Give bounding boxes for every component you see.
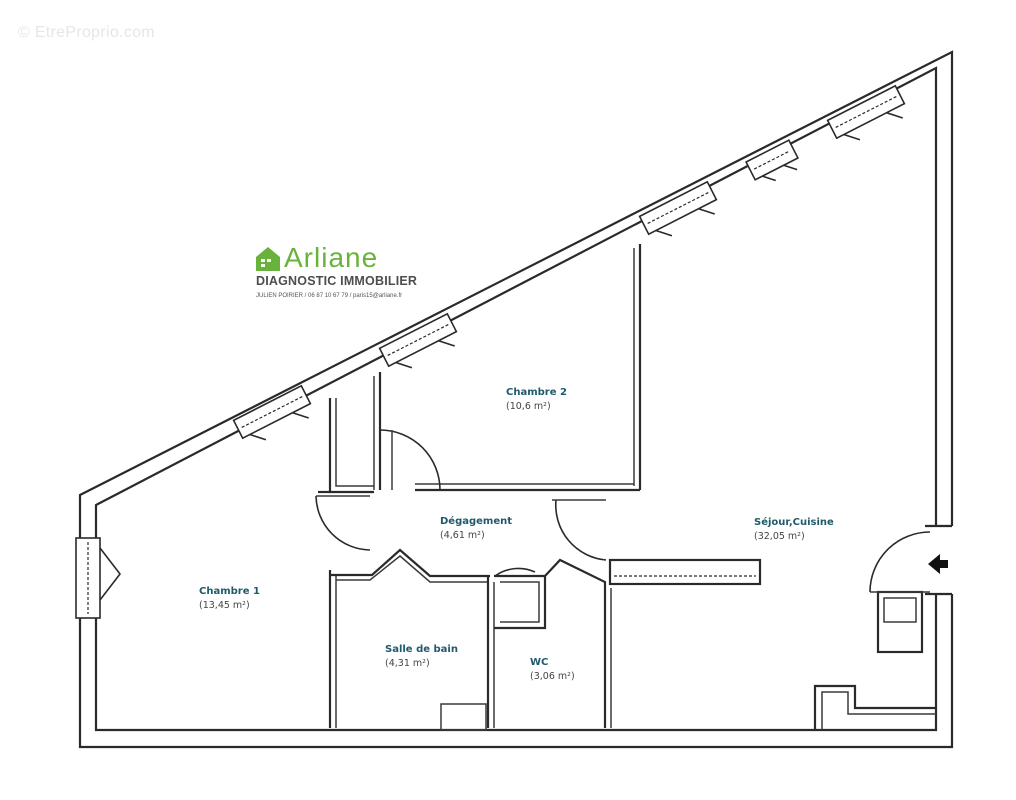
- door-chambre1: [315, 495, 371, 551]
- room-area-degagement: (4,61 m²): [440, 530, 485, 541]
- room-name-chambre1: Chambre 1: [199, 586, 260, 597]
- room-area-salle-de-bain: (4,31 m²): [385, 658, 430, 669]
- door-entrance: [869, 531, 931, 593]
- arrow-left-icon: [928, 554, 948, 574]
- logo-subtitle: DIAGNOSTIC IMMOBILIER: [256, 274, 418, 288]
- door-chambre2: [379, 429, 441, 491]
- door-sejour: [554, 499, 607, 561]
- room-area-chambre1: (13,45 m²): [199, 600, 250, 611]
- window: [638, 180, 718, 237]
- window: [232, 384, 312, 441]
- room-name-salle-de-bain: Salle de bain: [385, 644, 458, 655]
- room-name-sejour: Séjour,Cuisine: [754, 516, 834, 528]
- room-area-chambre2: (10,6 m²): [506, 401, 551, 412]
- window: [378, 312, 458, 369]
- house-icon: [256, 247, 280, 271]
- room-name-degagement: Dégagement: [440, 515, 512, 527]
- logo-contact: JULIEN POIRIER / 06 87 10 67 79 / paris1…: [256, 293, 403, 299]
- room-name-chambre2: Chambre 2: [506, 387, 567, 398]
- watermark: © EtreProprio.com: [18, 24, 155, 41]
- door-wc: [494, 567, 536, 577]
- inner-wall: [94, 66, 938, 732]
- room-area-wc: (3,06 m²): [530, 671, 575, 682]
- outer-wall: [78, 50, 954, 749]
- room-area-sejour: (32,05 m²): [754, 531, 805, 542]
- kitchen-counter: [608, 558, 762, 586]
- window: [826, 84, 906, 141]
- logo-name: Arliane: [284, 242, 379, 273]
- room-name-wc: WC: [530, 657, 548, 668]
- window: [75, 537, 122, 619]
- window: [744, 139, 800, 182]
- company-logo: Arliane DIAGNOSTIC IMMOBILIER JULIEN POI…: [256, 244, 426, 299]
